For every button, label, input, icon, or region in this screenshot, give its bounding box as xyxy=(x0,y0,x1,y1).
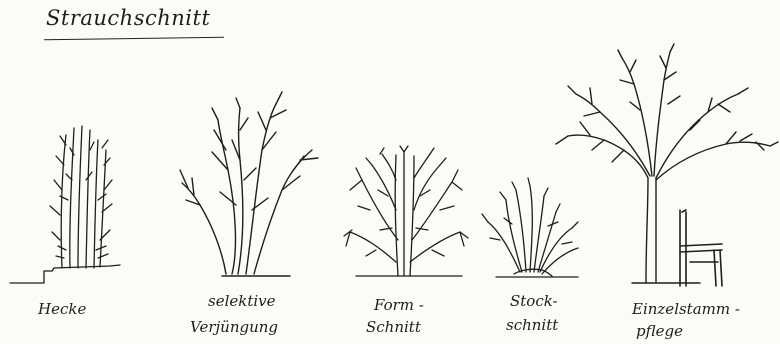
caption-stock-line1: Stock- xyxy=(510,292,558,310)
bench-drawing xyxy=(680,210,722,286)
caption-hecke: Hecke xyxy=(38,300,86,318)
hedge-drawing xyxy=(10,126,120,283)
caption-selektive-line2: Verjüngung xyxy=(190,318,278,336)
caption-einzelstamm-line2: pflege xyxy=(636,322,683,340)
caption-form-line1: Form - xyxy=(374,296,424,314)
selective-rejuvenation-shrub-drawing xyxy=(180,92,318,276)
form-cut-shrub-drawing xyxy=(344,146,468,276)
caption-selektive-line1: selektive xyxy=(208,292,276,310)
single-trunk-tree-drawing xyxy=(556,44,778,283)
caption-form-line2: Schnitt xyxy=(366,318,421,336)
page-title: Strauchschnitt xyxy=(46,6,210,30)
caption-stock-line2: schnitt xyxy=(506,316,558,334)
caption-einzelstamm-line1: Einzelstamm - xyxy=(632,300,740,318)
stool-cut-shrub-drawing xyxy=(482,178,578,277)
